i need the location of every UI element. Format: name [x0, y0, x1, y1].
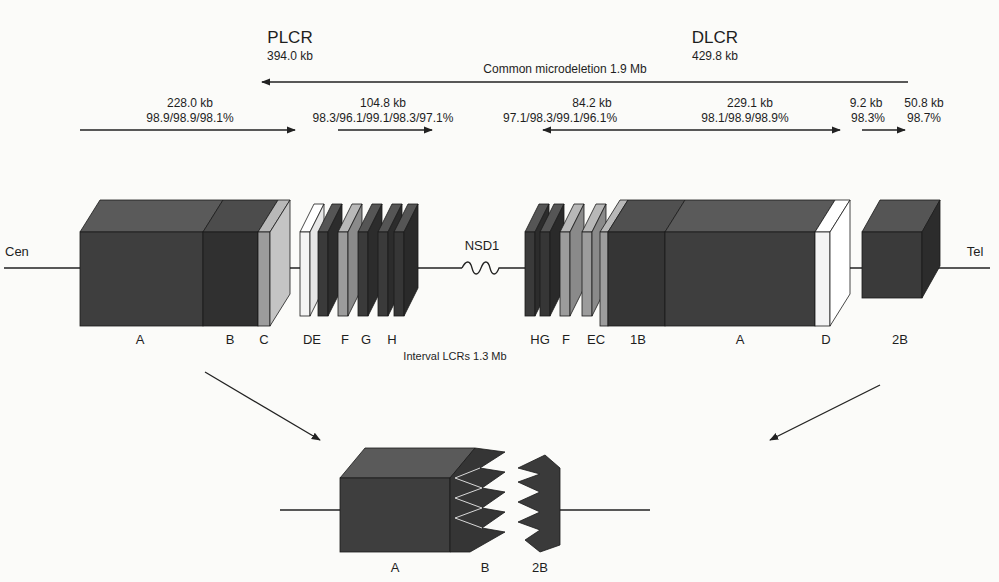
dlcr-block [600, 200, 850, 326]
label-text: 429.8 kb [692, 49, 738, 63]
label-text: B [226, 332, 235, 348]
block-2b [862, 200, 940, 298]
label-text: DE [303, 332, 321, 348]
label-text: Common microdeletion 1.9 Mb [483, 62, 646, 76]
label-text: 98.9/98.9/98.1% [146, 111, 233, 125]
label-text: A [736, 332, 745, 348]
label-text: C [259, 332, 268, 348]
label-text: A [136, 332, 145, 348]
label-text: F [562, 332, 570, 348]
label-text: 98.3/96.1/99.1/98.3/97.1% [313, 111, 454, 125]
label-text: 98.3% [851, 111, 885, 125]
label-text: 9.2 kb [850, 96, 883, 110]
deletion-line [262, 81, 908, 82]
label-text: A [391, 560, 400, 576]
label-text: 98.1/98.9/98.9% [701, 111, 788, 125]
label-text: 1B [630, 332, 646, 348]
label-text: 2B [892, 332, 908, 348]
label-text: HG [530, 332, 550, 348]
label-text: F [341, 332, 349, 348]
plcr-slabs [300, 204, 418, 316]
label-text: G [361, 332, 371, 348]
label-text: Interval LCRs 1.3 Mb [403, 350, 506, 363]
label-text: D [821, 332, 830, 348]
label-text: 98.7% [907, 111, 941, 125]
label-text: 50.8 kb [904, 96, 943, 110]
label-text: DLCR [692, 28, 738, 48]
plcr-block [80, 200, 290, 326]
label-text: Tel [967, 244, 984, 260]
label-text: 104.8 kb [360, 96, 406, 110]
label-text: 394.0 kb [267, 49, 313, 63]
label-text: Cen [5, 244, 29, 260]
pointer-arrows [205, 372, 880, 440]
recombinant [280, 448, 650, 552]
label-text: PLCR [267, 28, 312, 48]
label-text: 97.1/98.3/99.1/96.1% [503, 111, 617, 125]
label-text: H [387, 332, 396, 348]
dlcr-slabs [525, 204, 606, 316]
label-text: 84.2 kb [572, 96, 611, 110]
label-text: EC [587, 332, 605, 348]
label-text: NSD1 [465, 238, 500, 254]
label-text: 229.1 kb [727, 96, 773, 110]
label-text: 228.0 kb [167, 96, 213, 110]
label-text: 2B [532, 560, 548, 576]
segment-arrows [80, 129, 905, 130]
label-text: B [481, 560, 490, 576]
